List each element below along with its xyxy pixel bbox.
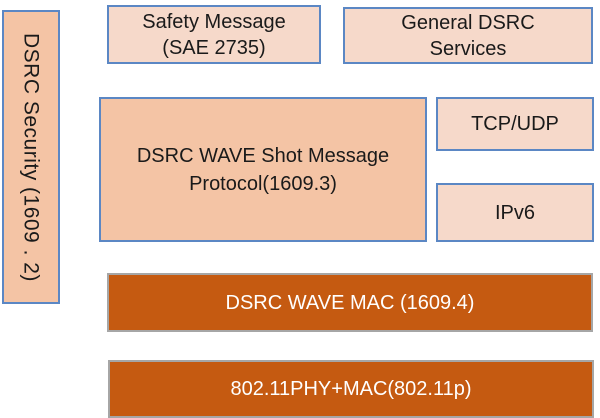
tcp-udp-box: TCP/UDP (436, 97, 594, 151)
tcp-udp-label: TCP/UDP (471, 113, 559, 135)
ipv6-box: IPv6 (436, 183, 594, 242)
ipv6-label: IPv6 (494, 201, 536, 224)
wsmp-label: DSRC WAVE Shot Message Protocol(1609.3) (136, 144, 390, 195)
security-layer-label: DSRC Security (1609 . 2) (19, 32, 43, 282)
general-services-label: General DSRC Services (401, 11, 535, 60)
wave-mac-box: DSRC WAVE MAC (1609.4) (107, 273, 593, 332)
general-services-box: General DSRC Services (343, 7, 593, 64)
security-layer-box: DSRC Security (1609 . 2) (2, 10, 60, 304)
phy-mac-label: 802.11PHY+MAC(802.11p) (230, 378, 472, 400)
safety-message-box: Safety Message (SAE 2735) (107, 5, 321, 64)
safety-message-label: Safety Message (SAE 2735) (142, 10, 286, 59)
wave-mac-label: DSRC WAVE MAC (1609.4) (225, 291, 475, 314)
phy-mac-box: 802.11PHY+MAC(802.11p) (108, 360, 594, 418)
wsmp-box: DSRC WAVE Shot Message Protocol(1609.3) (99, 97, 427, 242)
